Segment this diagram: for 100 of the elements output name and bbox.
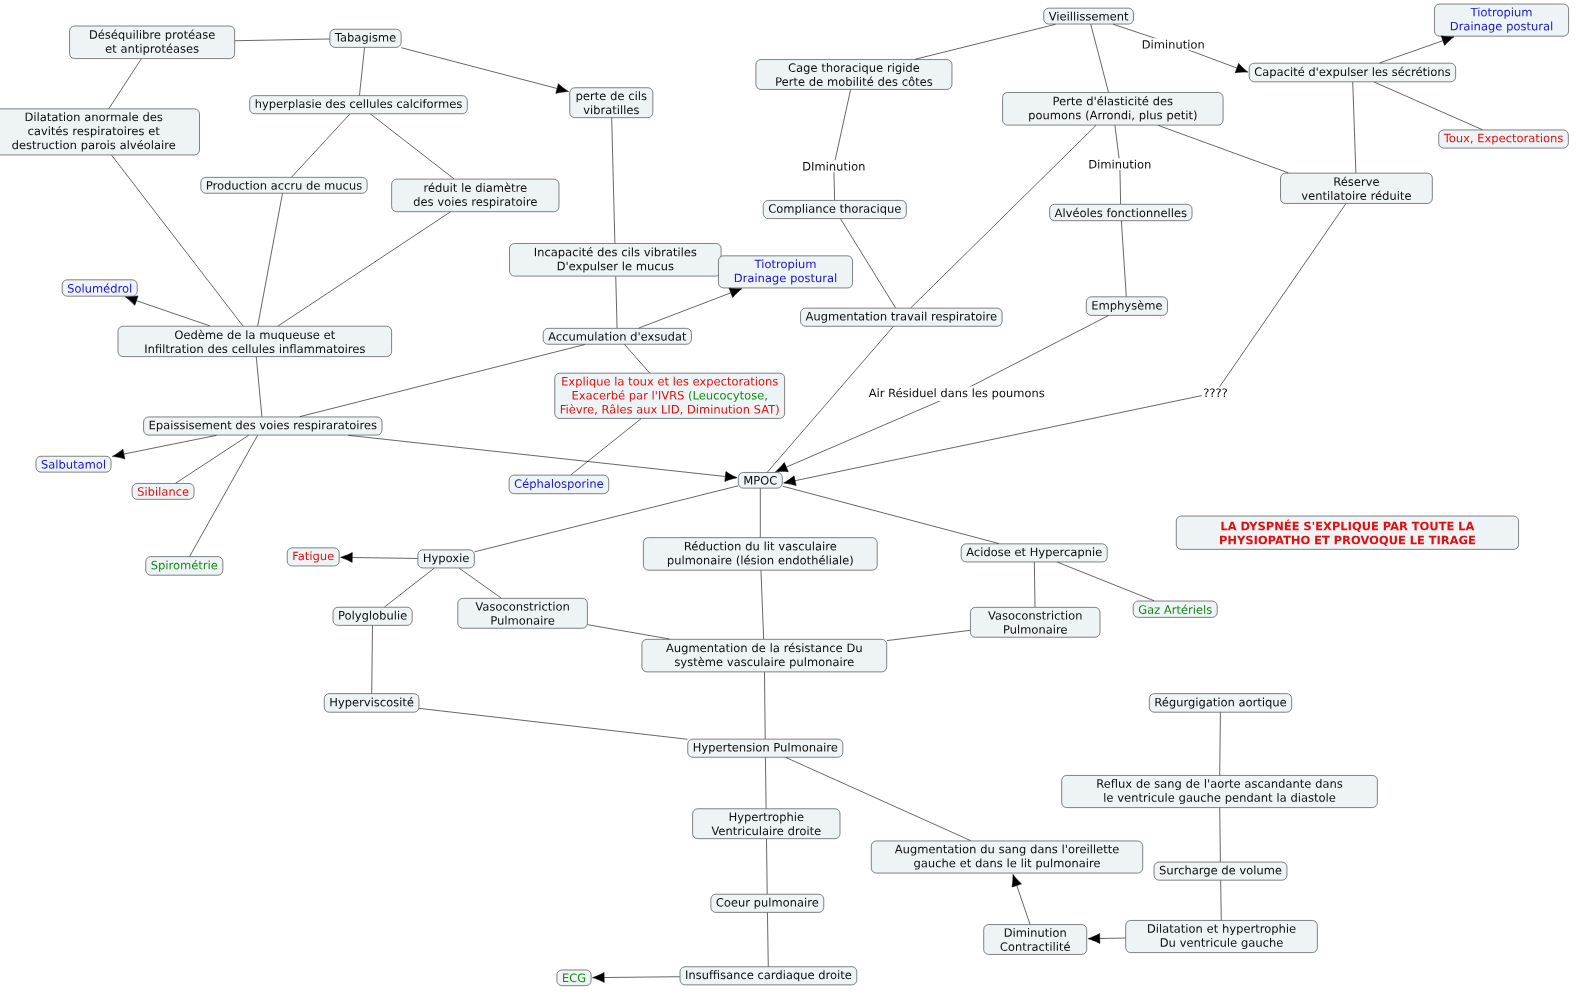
concept-box: Spirométrie bbox=[145, 556, 224, 576]
connector-line bbox=[255, 356, 263, 417]
connector-line bbox=[765, 757, 767, 809]
arrow bbox=[125, 295, 211, 327]
concept-box: Acidose et Hypercapnie bbox=[960, 543, 1108, 563]
connector-line bbox=[189, 435, 258, 557]
connector-line bbox=[587, 624, 670, 640]
connector-line bbox=[1219, 807, 1221, 863]
concept-box: Cage thoracique rigide Perte de mobilité des côtes bbox=[755, 59, 953, 90]
concept-box: Tiotropium Drainage postural bbox=[718, 255, 853, 289]
concept-box: Vasoconstriction Pulmonaire bbox=[970, 607, 1101, 638]
concept-box: Incapacité des cils vibratiles D'expulser le mucus bbox=[509, 243, 722, 277]
connector-line bbox=[760, 570, 764, 640]
concept-box: Augmentation du sang dans l'oreillette gauche et dans le lit pulmonaire bbox=[871, 840, 1143, 874]
connector-line bbox=[257, 193, 283, 327]
concept-box: Hyperviscosité bbox=[323, 693, 420, 713]
connector-line bbox=[766, 838, 768, 895]
edge-label: DIminution bbox=[800, 160, 867, 173]
connector-line bbox=[910, 125, 1097, 309]
note-box: LA DYSPNÉE S'EXPLIQUE PAR TOUTE LA PHYSIOPATHO ET PROVOQUE LE TIRAGE bbox=[1175, 515, 1519, 550]
concept-box: Réduction du lit vasculaire pulmonaire (lésion endothéliale) bbox=[643, 537, 878, 571]
concept-box: Tiotropium Drainage postural bbox=[1434, 3, 1569, 37]
concept-box: Vieillissement bbox=[1043, 7, 1134, 25]
arrow bbox=[340, 552, 418, 563]
concept-box: Salbutamol bbox=[35, 455, 112, 473]
concept-box: Hypertrophie Ventriculaire droite bbox=[692, 808, 841, 839]
connector-line bbox=[611, 117, 616, 244]
concept-box: hyperplasie des cellules calciformes bbox=[249, 95, 468, 115]
connector-line bbox=[371, 625, 373, 694]
connector-line bbox=[833, 89, 851, 201]
concept-box: Toux, Expectorations bbox=[1438, 129, 1569, 149]
concept-box: Augmentation de la résistance Du système vasculaire pulmonaire bbox=[641, 639, 887, 673]
concept-box: Emphysème bbox=[1086, 296, 1168, 316]
concept-box: ECG bbox=[556, 969, 592, 986]
connector-line bbox=[458, 567, 502, 599]
concept-box: réduit le diamètre des voies respiratoire bbox=[391, 178, 560, 212]
concept-box: Réserve ventilatoire réduite bbox=[1280, 172, 1433, 204]
connector-line bbox=[291, 113, 351, 178]
concept-box: Production accru de mucus bbox=[200, 177, 368, 194]
arrow bbox=[1011, 874, 1031, 925]
concept-box: Fatigue bbox=[286, 547, 340, 567]
connector-line bbox=[370, 113, 455, 180]
connector-line bbox=[767, 912, 769, 967]
concept-box: Capacité d'expulser les sécrétions bbox=[1248, 62, 1456, 83]
arrow bbox=[638, 287, 743, 329]
concept-box: Solumédrol bbox=[61, 279, 138, 297]
concept-box: Explique la toux et les expectorations Exacerbé par l'IVRS (Leucocytose, Fièvre, Râles aux LID, Diminution SAT) bbox=[554, 372, 785, 419]
concept-box: Hypertension Pulmonaire bbox=[687, 738, 844, 758]
concept-box: Céphalosporine bbox=[508, 474, 609, 494]
connector-line bbox=[384, 567, 435, 608]
arrow bbox=[783, 203, 1347, 486]
concept-box: Reflux de sang de l'aorte ascandante dans le ventricule gauche pendant la diastole bbox=[1061, 775, 1378, 808]
connector-line bbox=[111, 154, 244, 327]
concept-box: Tabagisme bbox=[329, 28, 402, 48]
connector-line bbox=[418, 708, 688, 740]
connector-line bbox=[108, 58, 142, 109]
concept-box: Alvéoles fonctionnelles bbox=[1049, 204, 1193, 221]
edge-label: ???? bbox=[1201, 386, 1230, 399]
connector-line bbox=[1219, 712, 1221, 776]
connector-line bbox=[615, 276, 618, 329]
connector-line bbox=[277, 211, 451, 327]
connector-line bbox=[1090, 24, 1109, 93]
concept-box: Déséquilibre protéase et antiprotéases bbox=[69, 25, 235, 59]
connector-line bbox=[767, 326, 894, 473]
concept-box: Oedème de la muqueuse et Infiltration des cellules inflammatoires bbox=[117, 325, 392, 357]
arrow bbox=[592, 972, 680, 983]
arrow bbox=[112, 435, 217, 460]
concept-box: Diminution Contractilité bbox=[983, 924, 1087, 955]
concept-box: Dilatation et hypertrophie Du ventricule gauche bbox=[1125, 920, 1318, 953]
connector-line bbox=[234, 38, 330, 42]
concept-box: Accumulation d'exsudat bbox=[542, 328, 692, 345]
connector-line bbox=[359, 47, 365, 96]
concept-box: Epaissisement des voies respiraratoires bbox=[143, 416, 383, 436]
concept-box: Polyglobulie bbox=[332, 606, 413, 626]
arrow bbox=[775, 315, 1109, 473]
connector-line bbox=[624, 344, 650, 374]
concept-box: Coeur pulmonaire bbox=[710, 893, 825, 913]
connector-line bbox=[1157, 125, 1289, 174]
connector-line bbox=[760, 488, 761, 538]
arrow bbox=[348, 435, 738, 482]
connector-line bbox=[175, 435, 249, 484]
arrow bbox=[400, 47, 569, 94]
concept-box: Dilatation anormale des cavités respiratoires et destruction parois alvéolaire bbox=[0, 108, 200, 156]
connector-line bbox=[840, 218, 896, 309]
connector-line bbox=[1220, 880, 1222, 921]
concept-box: Surcharge de volume bbox=[1153, 861, 1288, 881]
connector-line bbox=[299, 344, 586, 417]
connector-line bbox=[782, 485, 1000, 544]
concept-box: Sibilance bbox=[131, 483, 195, 500]
connector-line bbox=[1121, 220, 1127, 297]
arrow bbox=[1379, 35, 1455, 64]
edge-label: Air Résiduel dans les poumons bbox=[867, 386, 1047, 401]
arrow bbox=[1113, 24, 1249, 73]
connector-line bbox=[1373, 81, 1483, 130]
concept-box: perte de cils vibratilles bbox=[569, 87, 654, 118]
concept-box: Régurgigation aortique bbox=[1149, 693, 1292, 713]
connector-line bbox=[1034, 561, 1036, 608]
connector-line bbox=[1352, 81, 1357, 174]
connector-line bbox=[764, 671, 766, 740]
concept-box: Hypoxie bbox=[417, 549, 475, 569]
